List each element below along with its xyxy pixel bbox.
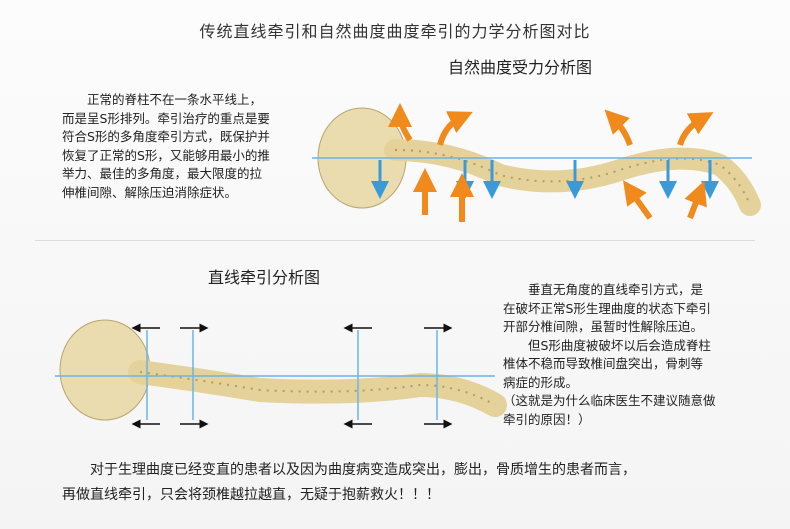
text-line: 而是呈S形排列。牵引治疗的重点是要 <box>62 110 270 126</box>
natural-spine-image <box>312 103 761 222</box>
linear-spine-image <box>55 319 507 429</box>
text-line: 对于生理曲度已经变直的患者以及因为曲度病变造成突出，膨出，骨质增生的患者而言， <box>62 462 636 478</box>
linear-description: 垂直无角度的直线牵引方式，是 在破坏正常S形生理曲度的状态下牵引 开部分椎间隙，… <box>503 281 716 429</box>
text-line: （这就是为什么临床医生不建议随意做 <box>503 393 716 408</box>
linear-heading: 直线牵引分析图 <box>208 268 321 287</box>
text-line: 伸椎间隙、解除压迫消除症状。 <box>62 184 238 200</box>
text-line: 举力、最佳的多角度，最大限度的拉 <box>62 166 263 181</box>
text-line: 符合S形的多角度牵引方式，既保护并 <box>62 129 270 144</box>
text-line: 但S形曲度被破坏以后会造成脊柱 <box>503 337 711 353</box>
text-line: 正常的脊柱不在一条水平线上， <box>62 92 263 107</box>
conclusion: 对于生理曲度已经变直的患者以及因为曲度病变造成突出，膨出，骨质增生的患者而言， … <box>62 458 636 508</box>
text-line: 再做直线牵引，只会将颈椎越拉越直，无疑于抱薪救火！！！ <box>62 487 440 503</box>
text-line: 垂直无角度的直线牵引方式，是 <box>503 282 704 297</box>
text-line: 在破坏正常S形生理曲度的状态下牵引 <box>503 300 711 316</box>
text-line: 椎体不稳而导致椎间盘突出，骨刺等 <box>503 356 704 371</box>
text-line: 病症的形成。 <box>503 374 579 390</box>
page-title: 传统直线牵引和自然曲度曲度牵引的力学分析图对比 <box>199 22 591 41</box>
text-line: 牵引的原因！） <box>503 411 591 427</box>
text-line: 恢复了正常的S形，又能够用最小的推 <box>62 147 270 163</box>
natural-description: 正常的脊柱不在一条水平线上， 而是呈S形排列。牵引治疗的重点是要 符合S形的多角… <box>62 91 270 202</box>
natural-heading: 自然曲度受力分析图 <box>448 58 593 77</box>
divider <box>35 240 755 241</box>
text-line: 开部分椎间隙，虽暂时性解除压迫。 <box>503 319 704 334</box>
